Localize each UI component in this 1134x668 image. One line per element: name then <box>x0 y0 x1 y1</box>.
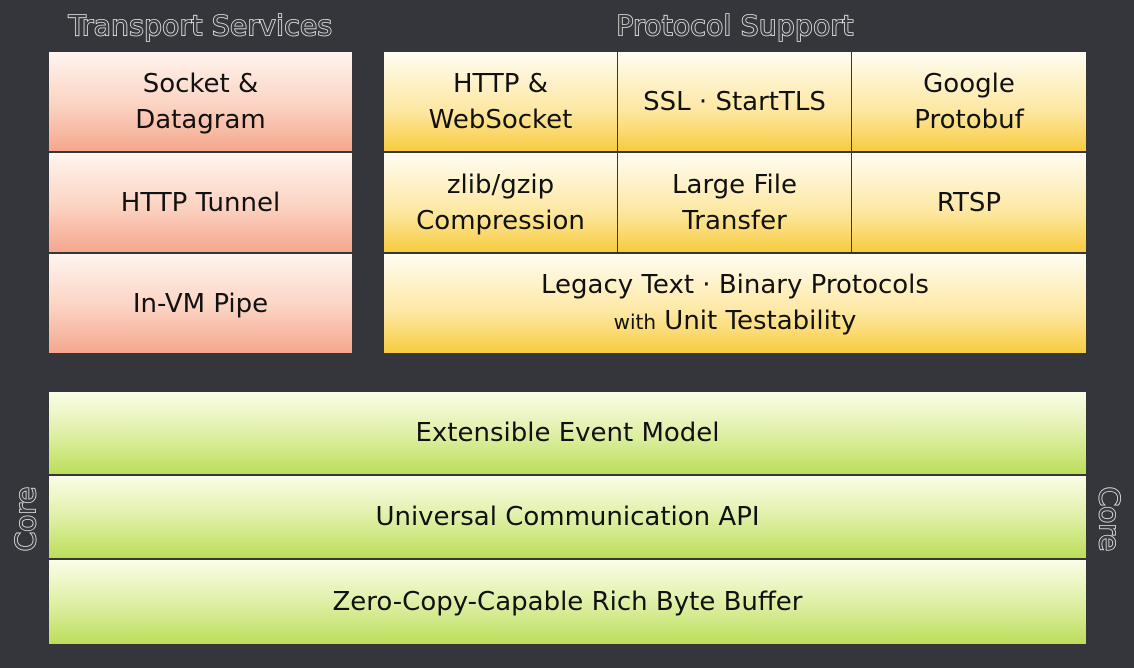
box-label: Universal Communication API <box>375 502 760 532</box>
box-label: Extensible Event Model <box>415 418 720 448</box>
protocol-google-protobuf-box: Google Protobuf <box>852 52 1086 151</box>
protocol-support-title: Protocol Support <box>616 8 855 43</box>
protocol-large-file-transfer-box: Large File Transfer <box>618 153 851 252</box>
box-label-line2: Transfer <box>682 205 787 236</box>
box-label-line1: SSL · StartTLS <box>643 86 826 117</box>
box-label-line1: Google <box>923 68 1015 99</box>
core-label-left: Core <box>8 486 43 552</box>
legacy-prefix: with <box>613 310 657 334</box>
box-label-line1: HTTP Tunnel <box>120 187 281 218</box>
core-label-right: Core <box>1092 486 1127 552</box>
box-label-line1: Large File <box>672 169 797 200</box>
box-label-line2: with Unit Testability <box>541 303 929 340</box>
core-communication-api-box: Universal Communication API <box>49 476 1086 558</box>
box-label-line2: Compression <box>416 205 585 236</box>
box-label-line1: RTSP <box>936 187 1002 218</box>
box-label-line1: Socket & <box>142 68 259 99</box>
box-label-line1: Legacy Text · Binary Protocols <box>541 270 929 300</box>
box-label-line1: zlib/gzip <box>446 169 555 200</box>
box-label: Zero-Copy-Capable Rich Byte Buffer <box>332 587 803 617</box>
transport-socket-datagram-box: Socket & Datagram <box>49 52 352 151</box>
core-event-model-box: Extensible Event Model <box>49 392 1086 474</box>
transport-in-vm-pipe-box: In-VM Pipe <box>49 254 352 353</box>
protocol-rtsp-box: RTSP <box>852 153 1086 252</box>
box-label-line2: Datagram <box>135 104 266 135</box>
protocol-zlib-gzip-box: zlib/gzip Compression <box>384 153 617 252</box>
box-label-line2: Protobuf <box>914 104 1024 135</box>
box-label-line2: WebSocket <box>428 104 573 135</box>
transport-http-tunnel-box: HTTP Tunnel <box>49 153 352 252</box>
protocol-ssl-starttls-box: SSL · StartTLS <box>618 52 851 151</box>
transport-services-title: Transport Services <box>68 8 333 43</box>
core-byte-buffer-box: Zero-Copy-Capable Rich Byte Buffer <box>49 560 1086 644</box>
protocol-legacy-box: Legacy Text · Binary Protocols with Unit… <box>384 254 1086 353</box>
legacy-line2-text: Unit Testability <box>664 306 857 336</box>
protocol-http-websocket-box: HTTP & WebSocket <box>384 52 617 151</box>
box-label-line1: In-VM Pipe <box>132 288 269 319</box>
box-label-line1: HTTP & <box>452 68 549 99</box>
